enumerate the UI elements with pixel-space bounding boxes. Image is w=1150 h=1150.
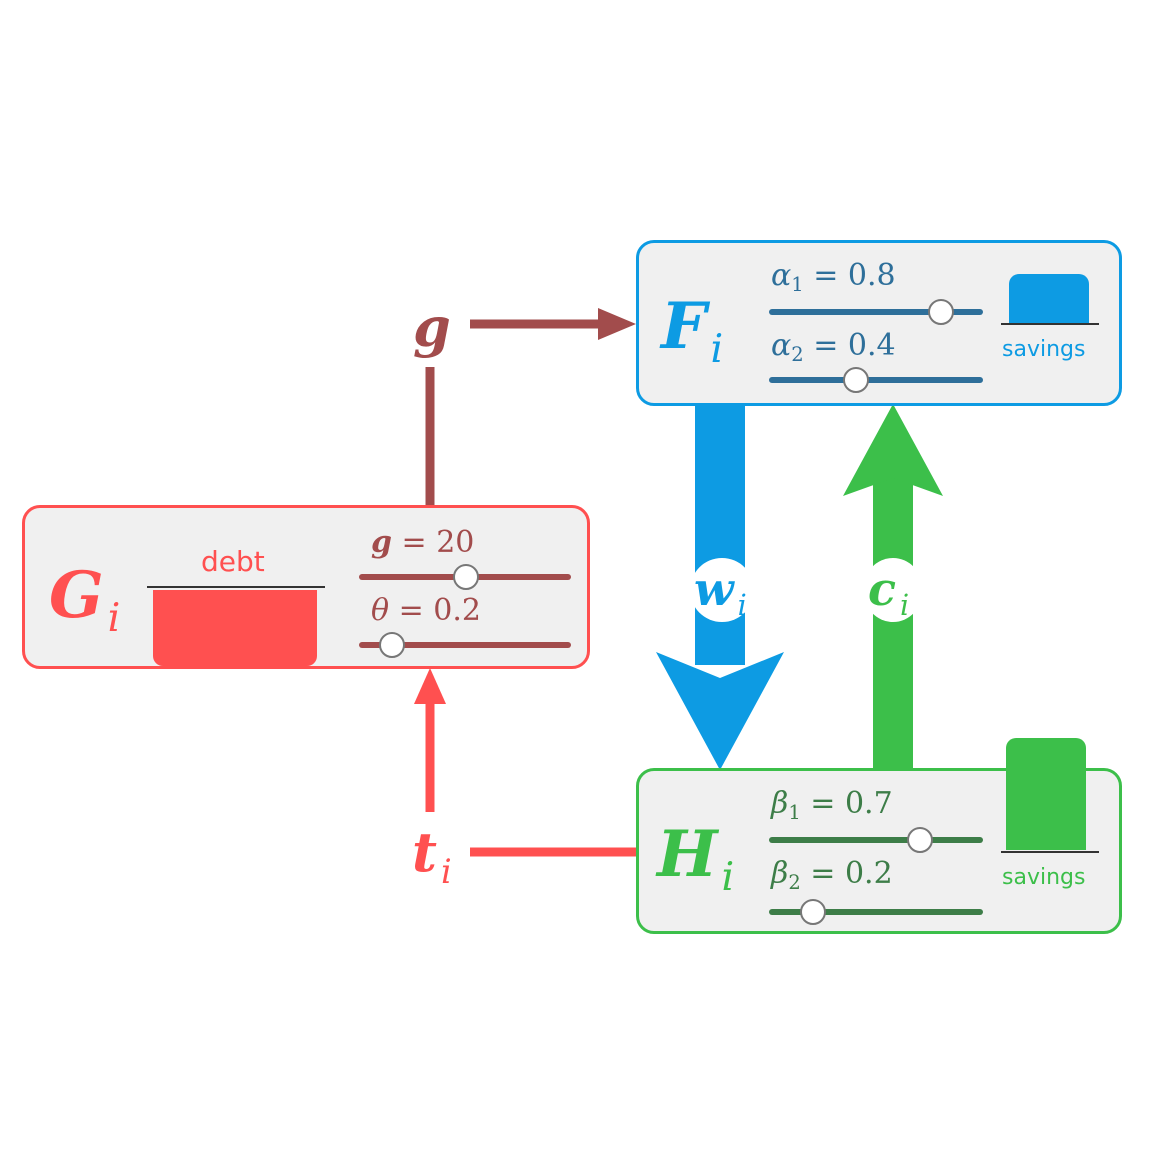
consumption-arrow-shaft [873, 478, 913, 770]
wages-arrow-head [656, 652, 784, 770]
wages-label-bg [690, 558, 754, 622]
tax-arrow-head [414, 668, 446, 704]
household-beta2-slider[interactable] [769, 899, 983, 925]
firm-alpha1-label: α1 = 0.8 [771, 258, 896, 296]
government-g-label: g = 20 [371, 525, 475, 560]
government-theta-slider[interactable] [359, 632, 571, 658]
household-savings-baseline [1001, 851, 1099, 853]
household-savings-label: savings [1002, 865, 1086, 890]
firm-alpha1-slider[interactable] [769, 299, 983, 325]
household-beta1-label: β1 = 0.7 [771, 786, 893, 824]
government-theta-label: θ = 0.2 [371, 593, 481, 628]
household-beta2-label: β2 = 0.2 [771, 856, 893, 894]
government-debt-bar [153, 590, 317, 666]
firm-alpha2-label: α2 = 0.4 [771, 328, 896, 366]
consumption-arrow-head [843, 404, 943, 496]
wages-arrow-shaft [695, 400, 745, 665]
firm-savings-label: savings [1002, 337, 1086, 362]
household-beta1-slider[interactable] [769, 827, 983, 853]
firm-alpha2-slider-knob[interactable] [842, 367, 869, 393]
firm-alpha2-slider[interactable] [769, 367, 983, 393]
household-beta1-slider-knob[interactable] [906, 827, 933, 853]
firm-savings-bar [1009, 273, 1089, 323]
household-beta2-slider-knob[interactable] [799, 899, 826, 925]
household-savings-bar [1006, 738, 1086, 850]
spending-label: g [413, 295, 451, 359]
government-g-slider[interactable] [359, 564, 571, 590]
spending-arrow-head [598, 308, 636, 340]
government-debt-baseline [147, 586, 325, 588]
firm-alpha1-slider-knob[interactable] [928, 299, 955, 325]
government-theta-slider-knob[interactable] [378, 632, 405, 658]
government-g-slider-knob[interactable] [453, 564, 479, 590]
government-debt-label: debt [201, 545, 265, 578]
firm-savings-baseline [1001, 323, 1099, 325]
consumption-label-bg [863, 558, 923, 622]
